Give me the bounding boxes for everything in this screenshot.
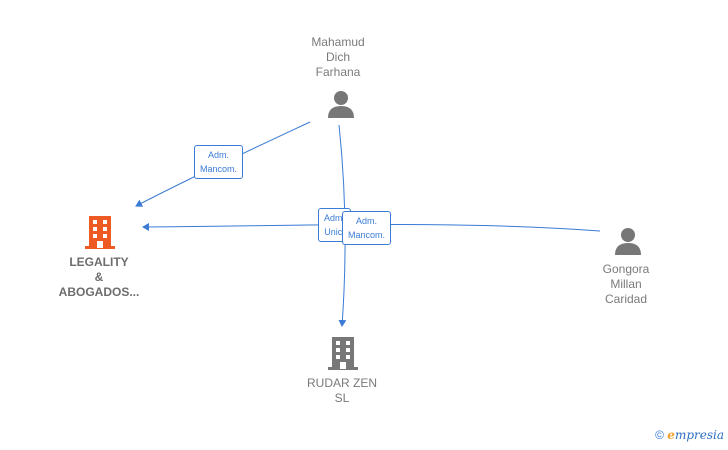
name-line: Farhana [315,65,361,79]
building-icon[interactable] [328,337,358,370]
role-line: Adm. [356,216,378,226]
name-line: & [94,270,104,284]
role-line: Mancom. [348,230,386,240]
role-line: Mancom. [200,164,238,174]
name-line: Millan [610,277,642,291]
logo-text: mpresia [674,428,724,442]
person-icon[interactable] [615,228,641,255]
person-name-label[interactable]: Mahamud Dich Farhana [311,35,364,80]
copyright-symbol: © [655,428,664,442]
person-name-label[interactable]: Gongora Millan Caridad [603,262,650,307]
company-name-label[interactable]: LEGALITY & ABOGADOS... [59,255,140,300]
role-line: Adm. [324,213,346,223]
role-line: Unic. [324,227,345,237]
name-line: RUDAR ZEN [306,376,378,390]
name-line: Gongora [602,262,650,276]
edge-label-role[interactable]: Adm. Mancom. [194,145,244,179]
name-line: ABOGADOS... [58,285,140,299]
empresia-logo[interactable]: empresia [667,428,724,442]
name-line: SL [334,391,350,405]
edge-label-role[interactable]: Adm. Mancom. [342,211,392,245]
name-line: Dich [325,50,350,64]
name-line: Caridad [604,292,648,306]
name-line: LEGALITY [69,255,129,269]
building-icon[interactable] [85,216,115,249]
person-icon[interactable] [328,91,354,118]
name-line: Mahamud [311,35,365,49]
role-line: Adm. [208,150,230,160]
logo-e: e [667,428,675,442]
company-name-label[interactable]: RUDAR ZEN SL [307,376,377,406]
brand-footer: © empresia [655,428,724,442]
